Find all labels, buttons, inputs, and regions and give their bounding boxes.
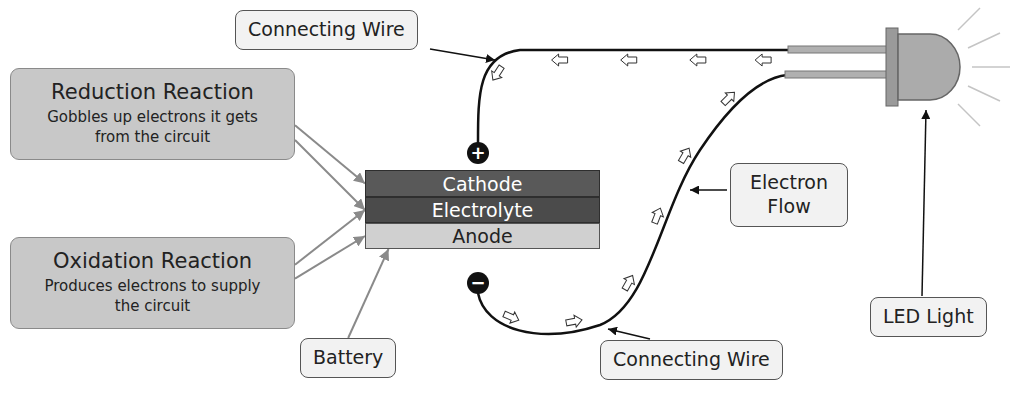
node-text: LED Light [883, 305, 974, 329]
anode-layer: Anode [365, 223, 600, 249]
led-flange [886, 28, 898, 106]
callout-box: Connecting Wire [235, 10, 418, 50]
light-rays [958, 8, 1010, 126]
electron-flow-arrow [690, 54, 706, 66]
electron-flow-arrow [565, 314, 583, 329]
callout-box: Electron Flow [730, 163, 848, 227]
callout-box: LED Light [870, 297, 987, 337]
led-leg [785, 71, 887, 78]
negative-terminal [467, 272, 489, 294]
electron-flow-arrow [676, 145, 694, 165]
leader-line [608, 329, 650, 339]
leader-line [922, 110, 926, 296]
electron-flow-arrow [502, 309, 521, 326]
led-dome [898, 34, 960, 100]
node-text: Electron Flow [743, 171, 835, 219]
terminal-sign: + [467, 142, 489, 164]
reaction-box: Oxidation ReactionProduces electrons to … [10, 237, 295, 329]
callout-box: Connecting Wire [600, 340, 783, 380]
reaction-box: Reduction ReactionGobbles up electrons i… [10, 68, 295, 160]
leader-line [430, 49, 495, 60]
pointer-arrow [295, 140, 365, 210]
led-leg [788, 46, 887, 53]
electron-flow-arrow [755, 54, 771, 66]
node-text: Reduction Reaction [21, 79, 284, 106]
pointer-arrow [295, 236, 365, 279]
pointer-arrow [348, 249, 388, 338]
node-text: Connecting Wire [613, 348, 770, 372]
cathode-layer: Cathode [365, 170, 600, 197]
node-text: Connecting Wire [248, 18, 405, 42]
positive-terminal [467, 142, 489, 164]
electron-flow-arrow [488, 63, 507, 83]
leader-line [690, 189, 727, 191]
node-text: Anode [452, 225, 512, 247]
electron-flow-arrow [621, 54, 637, 66]
electron-flow-arrow [649, 206, 666, 225]
node-text: Cathode [443, 173, 523, 195]
node-text: Battery [313, 346, 383, 370]
electron-flow-arrow [719, 88, 739, 108]
node-text: Oxidation Reaction [21, 248, 284, 275]
electron-flow-arrow [620, 273, 638, 293]
node-text: Electrolyte [432, 199, 534, 221]
callout-box: Battery [300, 338, 396, 378]
electrolyte-layer: Electrolyte [365, 197, 600, 223]
terminal-sign: − [467, 272, 489, 294]
electron-flow-arrow [552, 54, 568, 66]
node-body-text: Gobbles up electrons it gets from the ci… [38, 108, 268, 147]
node-body-text: Produces electrons to supply the circuit [38, 277, 268, 316]
